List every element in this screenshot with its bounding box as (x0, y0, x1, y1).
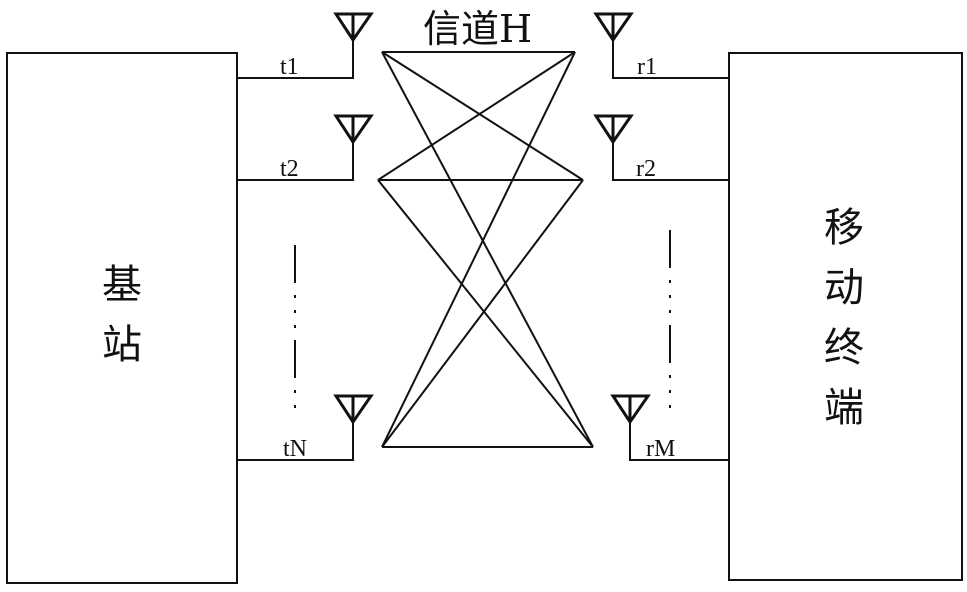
antenna-icon (336, 14, 371, 40)
antenna-icon (596, 14, 631, 40)
rx-feed-2 (613, 140, 729, 180)
channel-paths (378, 52, 593, 447)
antenna-icon (336, 396, 371, 422)
tx-label-n: tN (283, 437, 307, 461)
antenna-icon (613, 396, 648, 422)
tx-label-2: t2 (280, 157, 299, 181)
rx-label-m: rM (646, 437, 675, 461)
tx-label-1: t1 (280, 55, 299, 79)
rx-feed-1 (613, 38, 729, 78)
rx-label-1: r1 (637, 55, 657, 79)
mobile-terminal-label: 移动终端 (822, 198, 866, 438)
rx-label-2: r2 (636, 157, 656, 181)
rx-feed-m (630, 420, 729, 460)
base-station-label: 基站 (100, 255, 144, 375)
antenna-icon (596, 116, 631, 142)
antenna-icon (336, 116, 371, 142)
channel-title: 信道H (423, 10, 532, 48)
